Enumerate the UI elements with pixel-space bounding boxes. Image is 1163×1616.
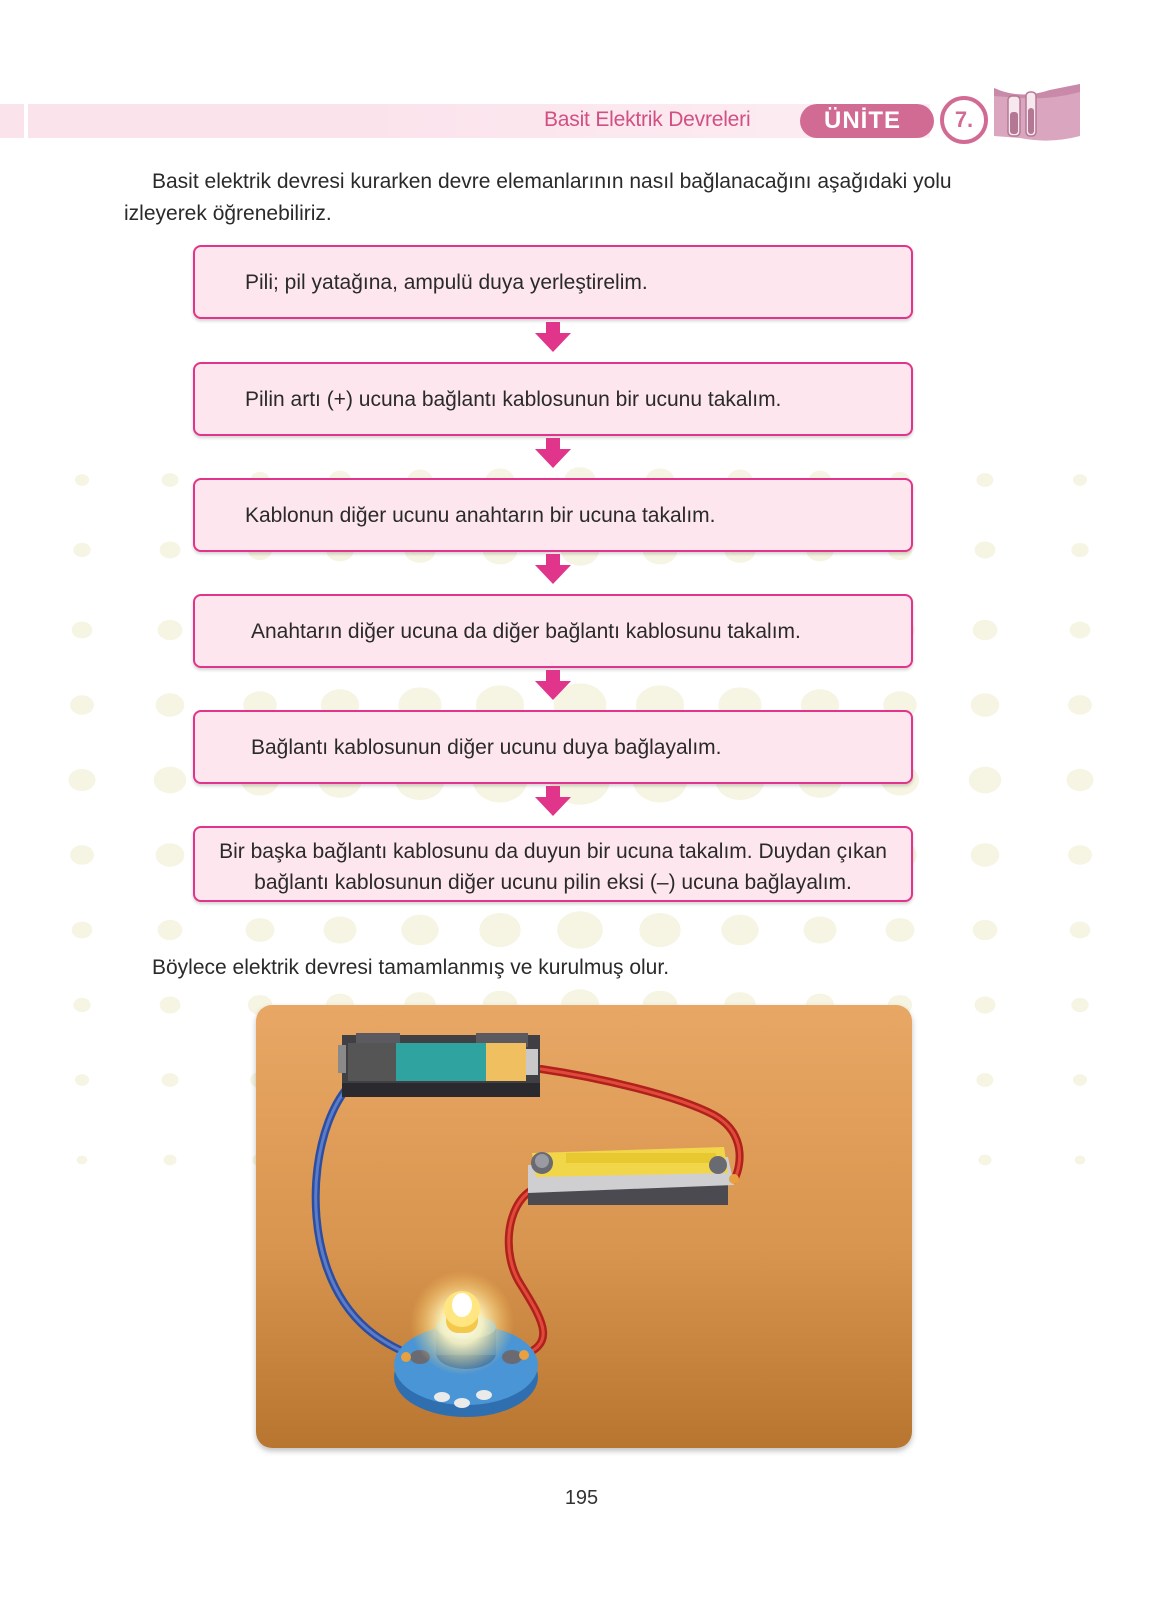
lit-bulb — [410, 1271, 514, 1375]
down-arrow-icon — [535, 786, 571, 816]
background-dot — [155, 693, 185, 717]
background-dot — [972, 619, 998, 641]
intro-paragraph: Basit elektrik devresi kurarken devre el… — [124, 170, 952, 225]
background-dot — [1074, 1155, 1086, 1165]
background-dot — [155, 843, 185, 867]
background-dot — [163, 1154, 177, 1166]
background-dot — [71, 921, 93, 939]
background-dot — [721, 914, 759, 946]
background-dot — [153, 766, 187, 794]
background-dot — [1071, 997, 1089, 1013]
unit-number-badge: 7. — [940, 96, 988, 144]
circuit-drawing — [256, 1005, 912, 1448]
background-dot — [978, 1154, 992, 1166]
background-dot — [159, 996, 181, 1014]
circuit-illustration — [256, 1005, 912, 1448]
unit-emblem-icon — [994, 84, 1080, 141]
step-text-4: Anahtarın diğer ucuna da diğer bağlantı … — [251, 620, 801, 643]
background-dot — [885, 918, 915, 942]
background-dot — [1068, 695, 1092, 715]
step-text-6: Bir başka bağlantı kablosunu da duyun bi… — [219, 840, 887, 894]
page-number: 195 — [564, 1487, 599, 1509]
step-box-1: Pili; pil yatağına, ampulü duya yerleşti… — [193, 245, 913, 319]
background-dot — [157, 919, 183, 941]
step-text-5: Bağlantı kablosunun diğer ucunu duya bağ… — [251, 736, 722, 759]
down-arrow-icon — [535, 322, 571, 352]
step-text-3: Kablonun diğer ucunu anahtarın bir ucuna… — [245, 504, 716, 527]
background-dot — [71, 621, 93, 639]
down-arrow-icon — [535, 438, 571, 468]
down-arrow-icon — [535, 554, 571, 584]
background-dot — [1072, 1074, 1088, 1086]
background-dot — [70, 845, 94, 865]
background-dot — [639, 913, 681, 947]
background-dot — [803, 916, 837, 944]
background-dot — [1068, 845, 1092, 865]
background-dot — [161, 1073, 179, 1087]
background-dot — [1066, 768, 1094, 792]
conclusion-text: Böylece elektrik devresi tamamlanmış ve … — [152, 956, 670, 979]
background-dot — [74, 474, 90, 486]
step-box-2: Pilin artı (+) ucuna bağlantı kablosunun… — [193, 362, 913, 436]
background-dot — [972, 919, 998, 941]
step-box-6: Bir başka bağlantı kablosunu da duyun bi… — [193, 826, 913, 902]
header-band — [0, 104, 930, 138]
background-dot — [1072, 474, 1088, 486]
background-dot — [970, 693, 1000, 717]
background-dot — [401, 914, 439, 946]
step-box-4: Anahtarın diğer ucuna da diğer bağlantı … — [193, 594, 913, 668]
background-dot — [557, 911, 603, 949]
unit-label-badge: ÜNİTE — [800, 104, 934, 138]
background-dot — [1069, 621, 1091, 639]
background-dot — [1069, 921, 1091, 939]
header-band-divider — [24, 104, 28, 138]
background-dot — [161, 473, 179, 487]
background-dot — [73, 997, 91, 1013]
step-box-5: Bağlantı kablosunun diğer ucunu duya bağ… — [193, 710, 913, 784]
background-dot — [976, 473, 994, 487]
background-dot — [974, 541, 996, 559]
background-dot — [73, 542, 91, 558]
background-dot — [976, 1073, 994, 1087]
background-dot — [1071, 542, 1089, 558]
step-text-2: Pilin artı (+) ucuna bağlantı kablosunun… — [245, 388, 782, 411]
background-dot — [479, 913, 521, 947]
battery-holder — [338, 1033, 540, 1097]
background-dot — [76, 1155, 88, 1165]
background-dot — [970, 843, 1000, 867]
background-dot — [968, 766, 1002, 794]
background-dot — [159, 541, 181, 559]
background-dot — [974, 996, 996, 1014]
step-text-1: Pili; pil yatağına, ampulü duya yerleşti… — [245, 271, 648, 294]
background-dot — [68, 768, 96, 792]
background-dot — [70, 695, 94, 715]
background-dot — [74, 1074, 90, 1086]
background-dot — [323, 916, 357, 944]
step-box-3: Kablonun diğer ucunu anahtarın bir ucuna… — [193, 478, 913, 552]
background-dot — [157, 619, 183, 641]
down-arrow-icon — [535, 670, 571, 700]
background-dot — [245, 918, 275, 942]
chapter-title: Basit Elektrik Devreleri — [544, 108, 751, 131]
switch — [528, 1147, 739, 1205]
